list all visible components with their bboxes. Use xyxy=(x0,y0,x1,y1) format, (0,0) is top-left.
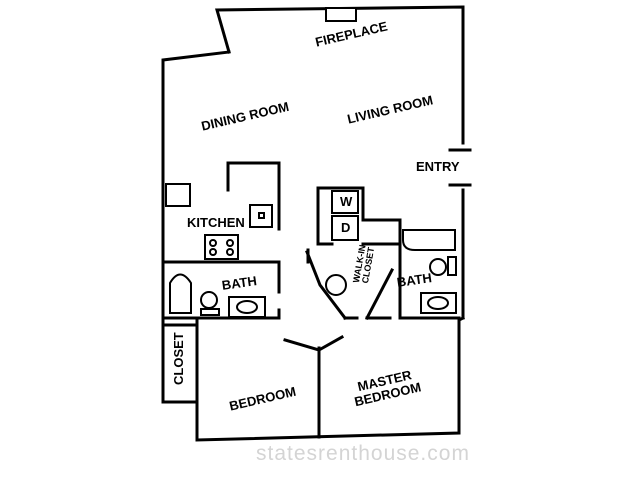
water-heater-icon xyxy=(325,274,347,296)
washer-label: W xyxy=(340,194,353,209)
dryer-icon xyxy=(331,215,359,241)
watermark: statesrenthouse.com xyxy=(256,442,470,465)
bedroom-walls xyxy=(283,334,345,439)
vanity-sink-icon xyxy=(228,296,266,318)
right-vanity-sink-icon xyxy=(420,292,457,314)
toilet-icon xyxy=(200,291,220,316)
stove-icon xyxy=(204,234,239,260)
right-toilet-icon xyxy=(429,256,457,276)
laundry-walls xyxy=(316,186,402,246)
sink-icon xyxy=(249,204,273,228)
closet-label: CLOSET xyxy=(171,332,186,385)
bathtub-icon xyxy=(169,273,192,314)
right-bathtub-icon xyxy=(402,229,456,251)
washer-icon xyxy=(331,190,359,214)
kitchen-label: KITCHEN xyxy=(187,215,245,230)
fireplace-icon xyxy=(325,7,357,22)
refrigerator-icon xyxy=(165,183,191,207)
entry-door xyxy=(448,148,472,187)
center-walls xyxy=(305,218,461,321)
entry-label: ENTRY xyxy=(416,159,460,174)
dryer-label: D xyxy=(341,220,351,235)
